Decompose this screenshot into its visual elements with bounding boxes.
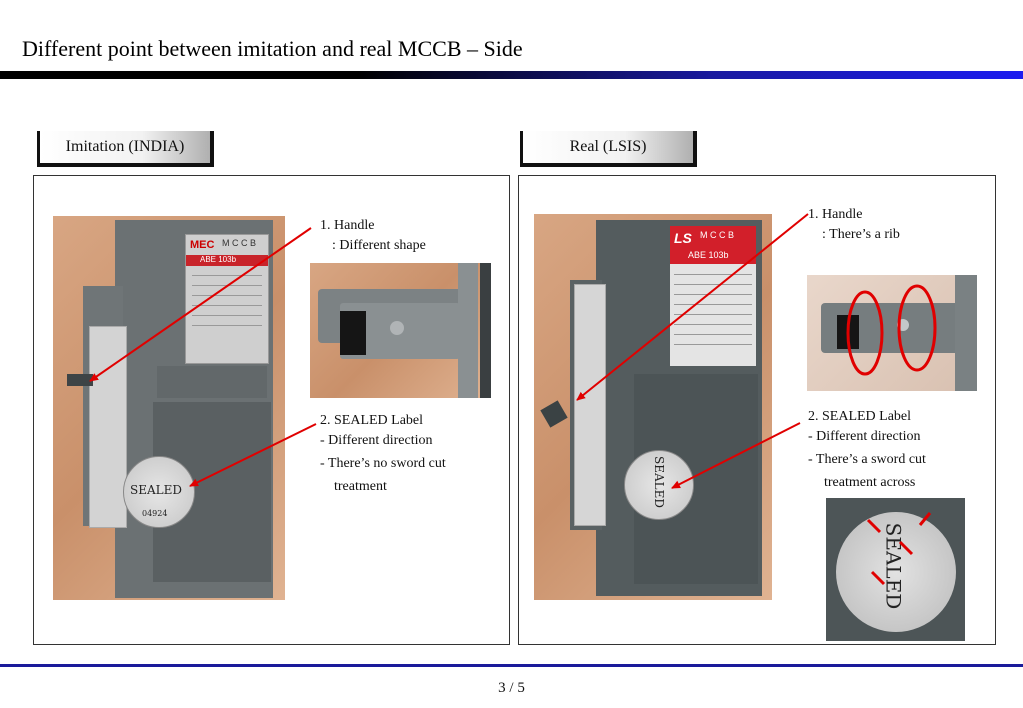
tab-real: Real (LSIS): [520, 131, 697, 167]
imitation-breaker-photo: MEC M C C B ABE 103b SEALED 04924: [53, 216, 285, 600]
imitation-note-handle-title: 1. Handle: [320, 218, 375, 233]
tab-imitation: Imitation (INDIA): [37, 131, 214, 167]
real-note-handle-title: 1. Handle: [808, 207, 863, 222]
imitation-note-sealed-line1: - Different direction: [320, 433, 433, 448]
imitation-note-sealed-line2: - There’s no sword cut: [320, 456, 446, 471]
real-model: ABE 103b: [688, 250, 729, 260]
imitation-nameplate: MEC M C C B ABE 103b: [185, 234, 269, 364]
page-number: 3 / 5: [498, 680, 525, 696]
real-note-sealed: 2. SEALED Label - Different direction - …: [808, 407, 926, 493]
real-handle-closeup: [807, 275, 977, 391]
imitation-product-line: M C C B: [222, 238, 257, 248]
imitation-sealed-label: SEALED 04924: [123, 456, 195, 528]
real-note-sealed-line1: - Different direction: [808, 429, 921, 444]
imitation-model: ABE 103b: [200, 255, 237, 264]
slide-title: Different point between imitation and re…: [22, 36, 523, 61]
imitation-brand: MEC: [190, 239, 215, 251]
real-note-handle: 1. Handle : There’s a rib: [808, 205, 900, 245]
title-underline: [0, 71, 1023, 79]
real-product-line: M C C B: [700, 230, 735, 240]
imitation-note-sealed-title: 2. SEALED Label: [320, 413, 424, 428]
imitation-note-sealed-line3: treatment: [334, 479, 387, 494]
real-seal-closeup: SEALED: [826, 498, 965, 641]
real-note-sealed-line3: treatment across: [824, 475, 916, 490]
real-note-handle-detail: : There’s a rib: [822, 227, 900, 242]
real-nameplate: LS M C C B ABE 103b: [670, 226, 756, 366]
imitation-note-handle-detail: : Different shape: [332, 238, 426, 253]
real-note-sealed-title: 2. SEALED Label: [808, 409, 912, 424]
real-breaker-photo: LS M C C B ABE 103b SEALED: [534, 214, 772, 600]
imitation-note-handle: 1. Handle : Different shape: [320, 216, 426, 256]
footer-rule: [0, 664, 1023, 667]
real-brand: LS: [674, 230, 692, 246]
real-seal-closeup-text: SEALED: [881, 522, 906, 610]
real-sealed-label: SEALED: [624, 450, 694, 520]
real-note-sealed-line2: - There’s a sword cut: [808, 452, 926, 467]
imitation-handle-closeup: [310, 263, 491, 398]
imitation-note-sealed: 2. SEALED Label - Different direction - …: [320, 411, 446, 497]
